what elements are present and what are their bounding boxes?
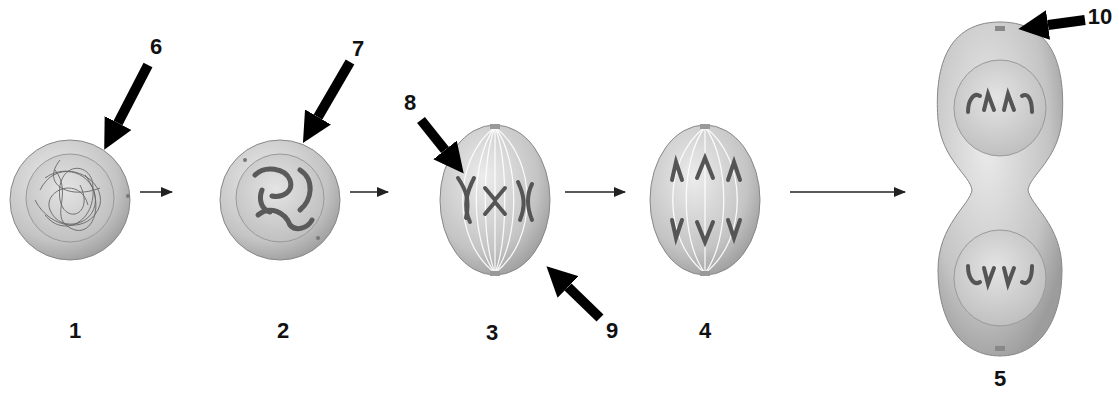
- callout-number: 10: [1088, 6, 1112, 28]
- callout-number: 8: [404, 92, 416, 114]
- callout-number: 3: [486, 322, 498, 344]
- cell-prophase: [220, 140, 340, 260]
- cell-anaphase: [650, 124, 760, 276]
- callout-number: 4: [699, 320, 711, 342]
- callout-number: 5: [994, 368, 1006, 390]
- cell-interphase: [10, 140, 130, 260]
- callout-number: 6: [150, 36, 162, 58]
- cell-metaphase: [440, 124, 550, 276]
- process-arrows: [140, 191, 905, 193]
- callout-number: 9: [606, 320, 618, 342]
- callout-arrows: [118, 20, 1085, 318]
- callout-number: 1: [69, 320, 81, 342]
- callout-number: 7: [352, 38, 364, 60]
- cell-telophase: [937, 22, 1062, 356]
- callout-number: 2: [277, 320, 289, 342]
